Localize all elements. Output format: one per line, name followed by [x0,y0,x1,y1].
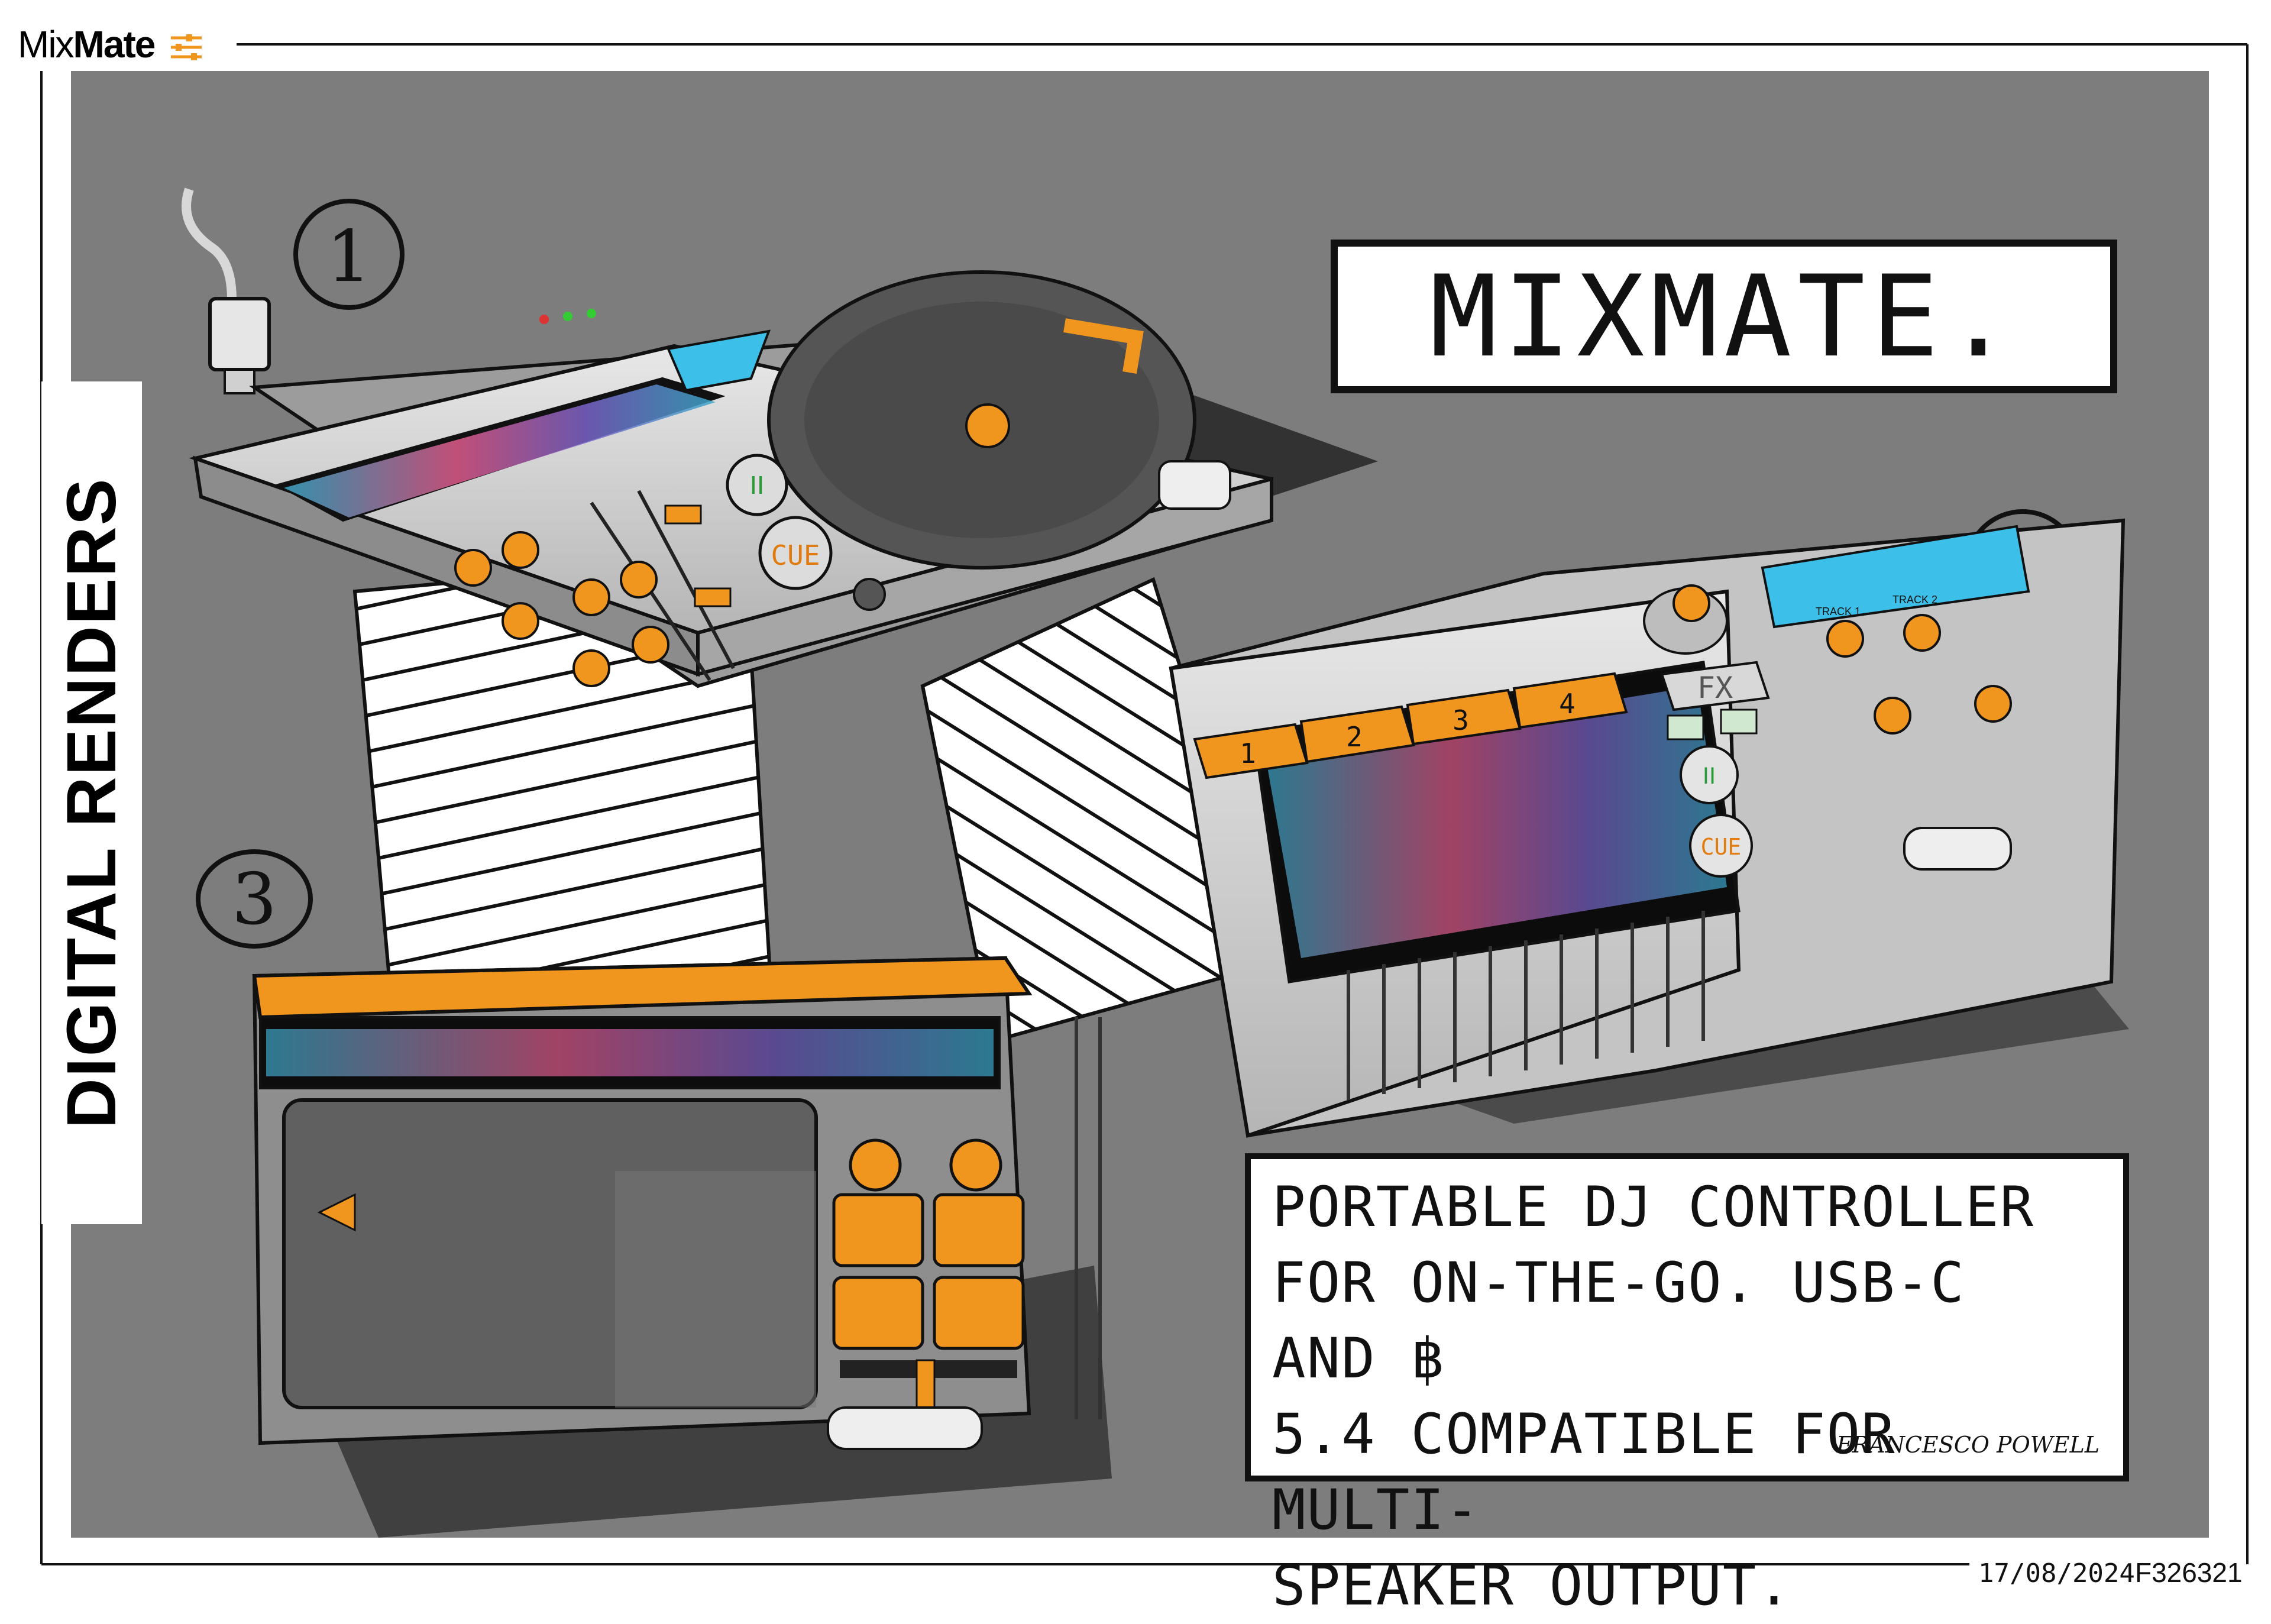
mixer-sliders-icon [171,34,202,61]
description-line-4: SPEAKER OUTPUT. [1272,1554,1792,1618]
track-2-label: TRACK 2 [1892,594,1937,606]
footer-date: 17/08/2024 [1978,1558,2135,1589]
svg-text:II: II [1703,763,1716,789]
designer-signature: FRANCESCO POWELL [1836,1432,2099,1458]
pad-2-label: 2 [1346,721,1363,753]
logo-text-bold: Mate [73,23,156,66]
title-box: MIXMATE. [1331,240,2117,393]
footer-code: F326321 [2135,1557,2243,1588]
device-1-turntable-controller: II CUE [182,187,1273,688]
track-1-label: TRACK 1 [1816,606,1861,617]
callout-3-label: 3 [232,859,277,941]
svg-text:II: II [750,471,764,500]
callout-1-circle [293,199,405,310]
device2-cue-label: CUE [1701,834,1742,860]
pad-1-label: 1 [1240,737,1256,769]
device1-cue-label: CUE [771,539,820,571]
mixmate-logo: MixMate [18,18,204,71]
side-label-text: DIGITAL RENDERS [53,477,131,1128]
pad-3-label: 3 [1452,704,1469,736]
render-illustration: II CUE 1 2 3 [182,187,2129,1538]
pad-4-label: 4 [1559,688,1576,720]
description-line-3: 5.4 COMPATIBLE FOR MULTI- [1272,1402,1896,1542]
device-2-compact-controller: 1 2 3 4 TRACK 1 TRACK 2 FX II CUE [1169,518,2126,1138]
description-line-1: PORTABLE DJ CONTROLLER [1272,1175,2035,1240]
device-3-portable-unit [252,956,1102,1450]
side-label: DIGITAL RENDERS [41,381,142,1224]
description-line-2: FOR ON-THE-GO. USB-C AND ฿ [1272,1251,1965,1391]
fx-label: FX [1697,671,1733,705]
logo-text-light: Mix [18,23,75,66]
callout-1-label: 1 [326,216,371,298]
description-box: PORTABLE DJ CONTROLLER FOR ON-THE-GO. US… [1245,1153,2129,1618]
product-title: MIXMATE. [1429,251,2018,382]
callout-3-circle [196,849,313,949]
